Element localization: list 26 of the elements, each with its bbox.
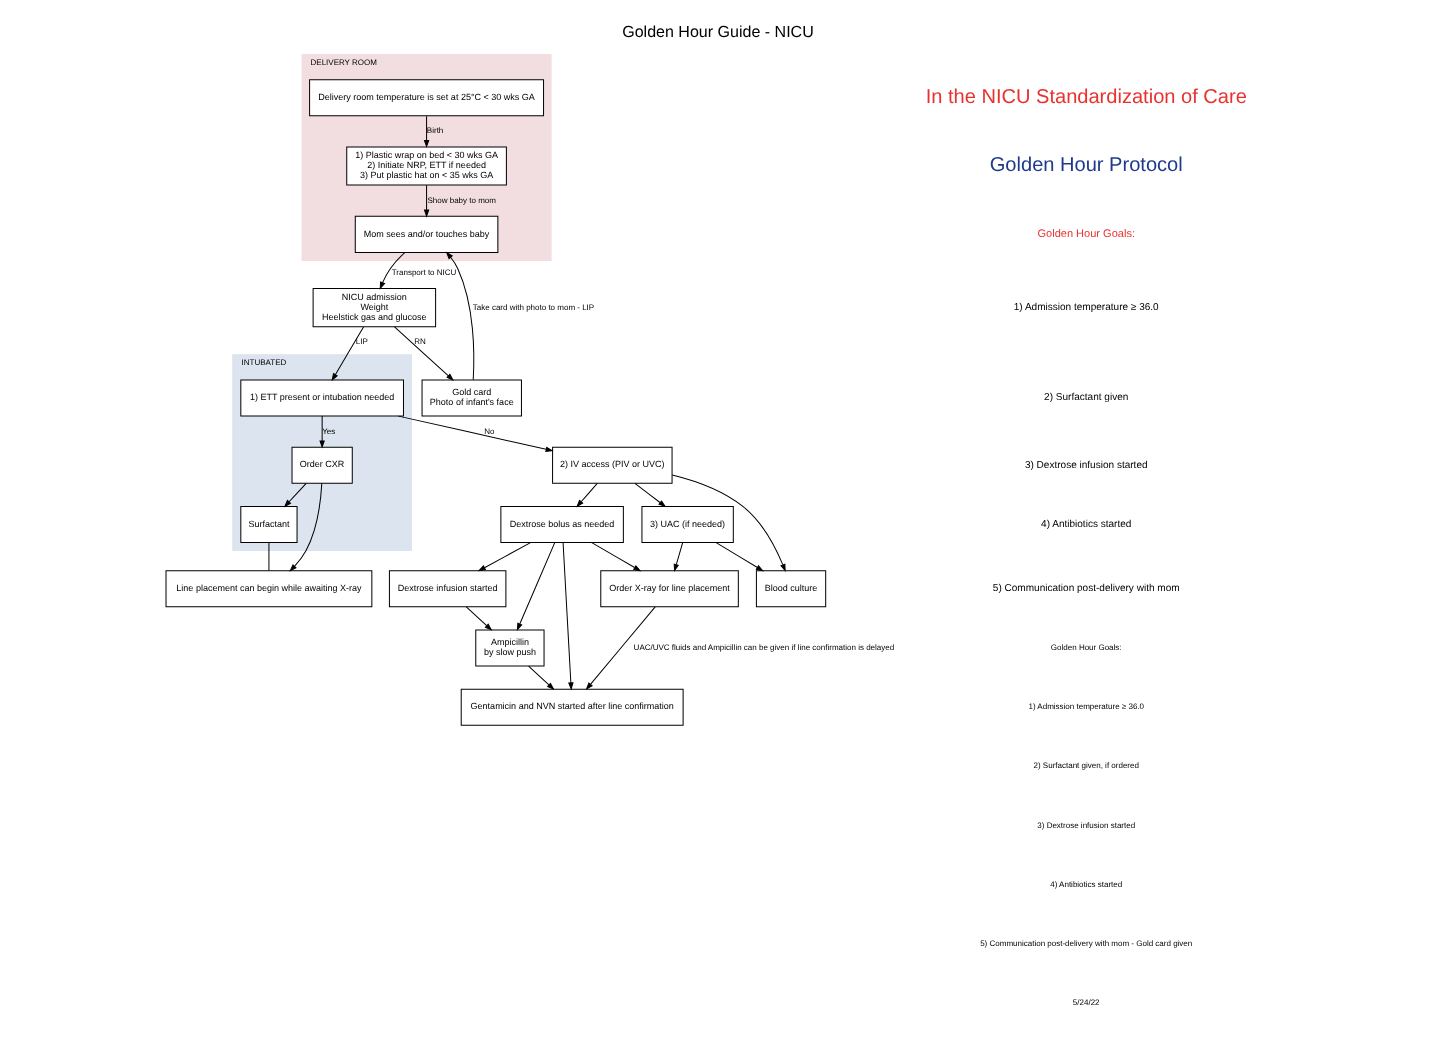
arrow: [284, 482, 307, 507]
arrow: [715, 542, 764, 572]
arrow: [673, 542, 684, 571]
diagram-title: Golden Hour Guide - NICU: [622, 23, 814, 42]
arrow: [634, 482, 666, 507]
arrow: [576, 482, 598, 507]
arrow: [516, 542, 556, 631]
arrow: [331, 326, 365, 381]
arrow: [562, 542, 574, 690]
label: In the NICU Standardization of Care: [925, 86, 1247, 109]
connector: [268, 542, 270, 571]
arrow: [671, 474, 786, 572]
arrow: [478, 542, 532, 572]
arrow: [528, 665, 554, 690]
arrow: [394, 326, 454, 381]
arrow: [423, 184, 430, 217]
arrow: [423, 115, 430, 148]
arrow: [379, 252, 406, 289]
arrow: [319, 415, 325, 448]
arrow: [586, 606, 656, 690]
label: Golden Hour Protocol: [989, 155, 1183, 178]
arrow: [289, 482, 323, 572]
arrow: [591, 542, 641, 572]
arrow: [465, 606, 492, 631]
arrow: [397, 415, 553, 452]
arrow: [446, 252, 475, 381]
